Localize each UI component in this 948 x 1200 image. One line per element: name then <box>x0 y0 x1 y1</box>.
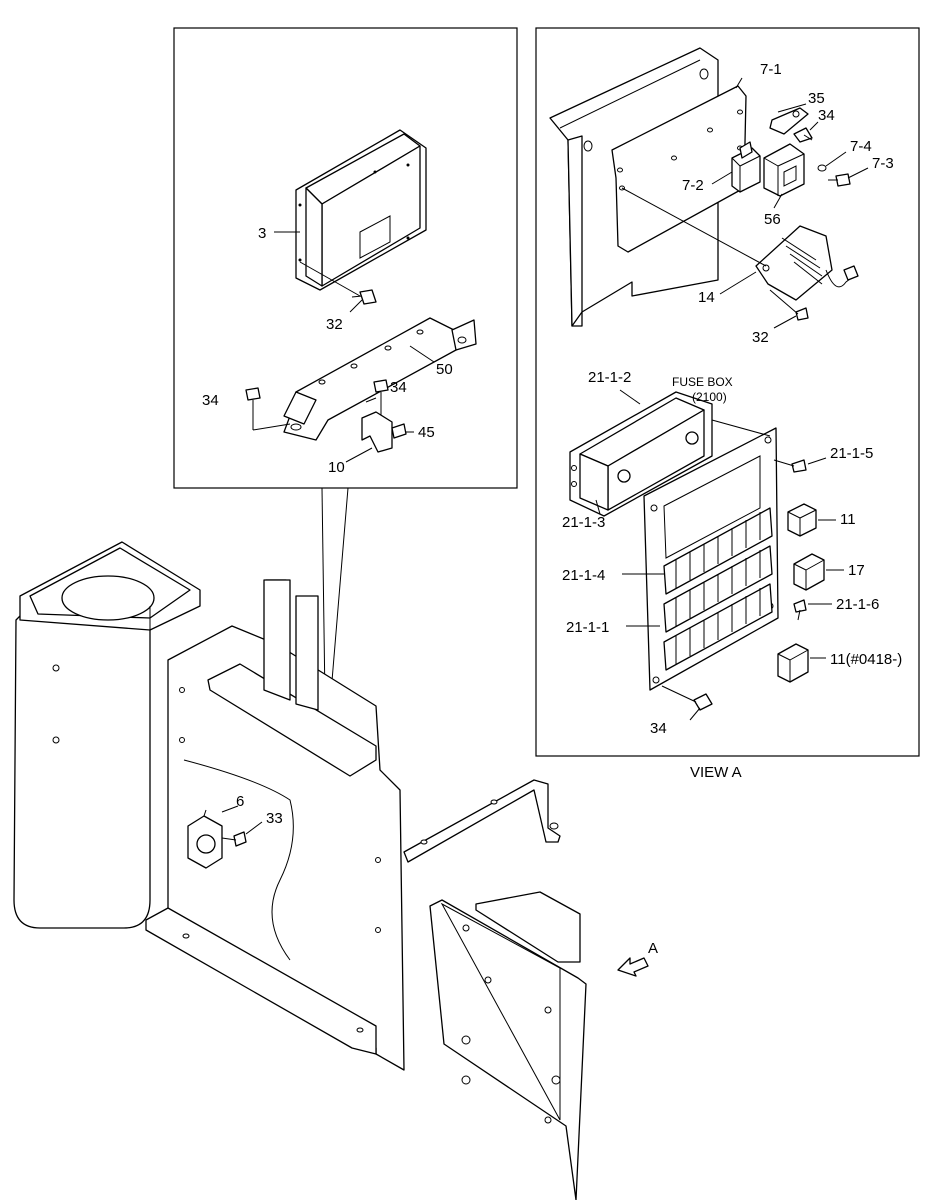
relay-plate-7-1 <box>611 85 747 253</box>
bracket-50 <box>283 317 477 441</box>
part-labels: 3 32 50 34 34 45 10 7-1 35 34 7-4 7-3 7-… <box>202 61 902 957</box>
fuse-box-cover <box>569 391 713 517</box>
lower-panel <box>429 891 587 1200</box>
cross-bracket <box>403 779 561 863</box>
label-11-0418: 11(#0418-) <box>830 651 902 668</box>
screw-7-3 <box>828 173 851 187</box>
relay-56 <box>763 143 805 197</box>
label-6: 6 <box>236 793 244 810</box>
label-21-1-3: 21-1-3 <box>562 514 605 531</box>
screw-21-1-6 <box>793 599 807 621</box>
relay-11-0418 <box>777 643 809 683</box>
screw-32-view-a <box>769 289 809 321</box>
bolt-34-view-a <box>793 127 813 143</box>
screw-21-1-5 <box>773 459 807 473</box>
label-fuse-box: FUSE BOX <box>672 375 733 389</box>
clamp-10 <box>361 411 407 453</box>
washer-7-4 <box>817 164 827 172</box>
label-33: 33 <box>266 810 283 827</box>
detail-controller-frame <box>173 27 518 706</box>
relay-17 <box>793 553 825 591</box>
bolt-34-left <box>245 387 291 431</box>
label-32-top: 32 <box>326 316 343 333</box>
screw-32-top <box>299 261 377 305</box>
label-34-center: 34 <box>390 379 407 396</box>
label-fuse-box-number: (2100) <box>692 390 727 404</box>
main-frame <box>145 579 405 1071</box>
label-7-3: 7-3 <box>872 155 894 172</box>
label-7-1: 7-1 <box>760 61 782 78</box>
label-34-view-a: 34 <box>818 107 835 124</box>
leader-lines <box>221 77 869 835</box>
controller-unit <box>295 129 427 291</box>
bolt-34-center <box>373 379 389 418</box>
label-34-left: 34 <box>202 392 219 409</box>
view-direction-arrow-icon <box>617 957 649 977</box>
label-7-2: 7-2 <box>682 177 704 194</box>
console-housing <box>13 541 201 929</box>
regulator-14 <box>755 225 859 301</box>
screw-33 <box>221 831 247 847</box>
label-view-a: VIEW A <box>690 764 742 781</box>
label-21-1-5: 21-1-5 <box>830 445 873 462</box>
label-34-bottom: 34 <box>650 720 667 737</box>
label-21-1-2: 21-1-2 <box>588 369 631 386</box>
label-7-4: 7-4 <box>850 138 872 155</box>
clip-35 <box>769 107 809 135</box>
label-10: 10 <box>328 459 345 476</box>
label-17: 17 <box>848 562 865 579</box>
label-21-1-1: 21-1-1 <box>566 619 609 636</box>
label-21-1-6: 21-1-6 <box>836 596 879 613</box>
fuse-row-1 <box>663 507 773 595</box>
label-21-1-4: 21-1-4 <box>562 567 605 584</box>
label-35: 35 <box>808 90 825 107</box>
label-14: 14 <box>698 289 715 306</box>
component-6 <box>187 809 223 869</box>
label-56: 56 <box>764 211 781 228</box>
relay-7-2 <box>731 141 761 193</box>
label-3: 3 <box>258 225 266 242</box>
label-11: 11 <box>840 511 856 528</box>
view-a-frame <box>535 27 920 757</box>
label-32-view-a: 32 <box>752 329 769 346</box>
fuse-row-3 <box>663 583 773 671</box>
label-50: 50 <box>436 361 453 378</box>
label-a: A <box>648 940 658 957</box>
bolt-34-bottom <box>661 685 713 711</box>
fuse-row-2 <box>663 545 773 633</box>
label-45: 45 <box>418 424 435 441</box>
relay-11 <box>787 503 817 537</box>
